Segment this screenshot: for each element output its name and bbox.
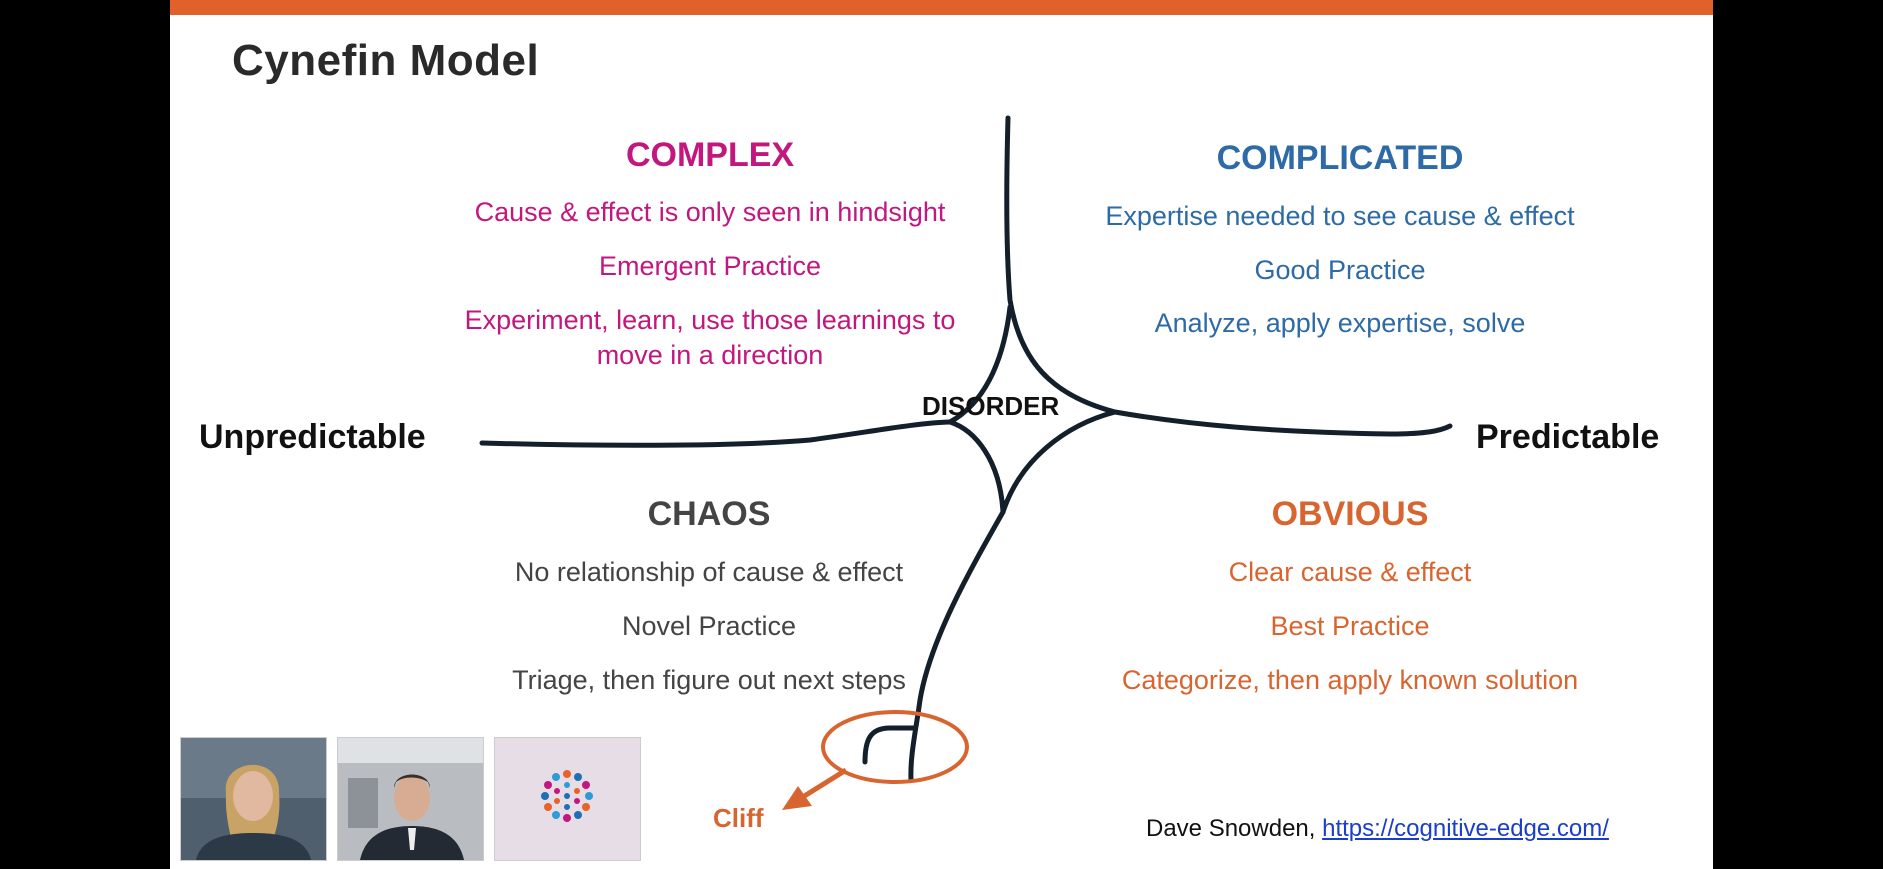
credit-link[interactable]: https://cognitive-edge.com/ <box>1322 815 1609 842</box>
obvious-line-1: Clear cause & effect <box>1228 557 1472 587</box>
obvious-line-2: Best Practice <box>1270 611 1430 641</box>
man-avatar-icon <box>338 738 483 860</box>
chaos-heading: CHAOS <box>647 495 771 533</box>
credit-line: Dave Snowden, https://cognitive-edge.com… <box>1146 815 1609 843</box>
slide: Cynefin Model COMPLEX Cause & effect is <box>170 0 1713 869</box>
participant-tile-2[interactable] <box>337 737 484 861</box>
woman-avatar-icon <box>181 738 326 860</box>
cliff-label: Cliff <box>713 803 764 833</box>
cliff-arrow-shaft <box>796 767 848 803</box>
cynefin-diagram <box>479 115 1453 810</box>
dots-logo-icon <box>495 738 640 860</box>
slide-title: Cynefin Model <box>232 36 540 85</box>
credit-author: Dave Snowden, <box>1146 815 1323 842</box>
axis-label-left: Unpredictable <box>199 418 426 456</box>
obvious-line-3: Categorize, then apply known solution <box>1121 665 1579 695</box>
complex-line-4: move in a direction <box>596 340 824 370</box>
disorder-bottom-left <box>947 419 1006 515</box>
cliff-ellipse <box>821 710 969 784</box>
complex-line-1: Cause & effect is only seen in hindsight <box>474 197 946 227</box>
complicated-line-3: Analyze, apply expertise, solve <box>1154 308 1526 338</box>
obvious-heading: OBVIOUS <box>1271 495 1429 533</box>
disorder-top-left <box>947 304 1013 425</box>
complex-heading: COMPLEX <box>625 136 795 174</box>
chaos-line-1: No relationship of cause & effect <box>514 557 904 587</box>
disorder-bottom-right <box>1000 409 1118 515</box>
complicated-heading: COMPLICATED <box>1216 139 1464 177</box>
complex-line-2: Emergent Practice <box>598 251 822 281</box>
left-boundary <box>479 419 953 448</box>
complicated-line-2: Good Practice <box>1254 255 1426 285</box>
chaos-line-3: Triage, then figure out next steps <box>512 665 906 695</box>
top-boundary <box>1004 115 1118 415</box>
complex-line-3: Experiment, learn, use those learnings t… <box>464 305 956 335</box>
cliff-arrow-head <box>782 786 812 810</box>
accent-bar <box>170 0 1713 15</box>
participant-tile-1[interactable] <box>180 737 327 861</box>
right-boundary <box>1112 409 1453 437</box>
cliff-hook <box>862 725 918 765</box>
axis-label-right: Predictable <box>1476 418 1660 456</box>
complicated-line-1: Expertise needed to see cause & effect <box>1105 201 1575 231</box>
chaos-line-2: Novel Practice <box>621 611 797 641</box>
bottom-boundary <box>908 509 1006 783</box>
disorder-label: DISORDER <box>922 391 1060 421</box>
participant-tile-3[interactable] <box>494 737 641 861</box>
